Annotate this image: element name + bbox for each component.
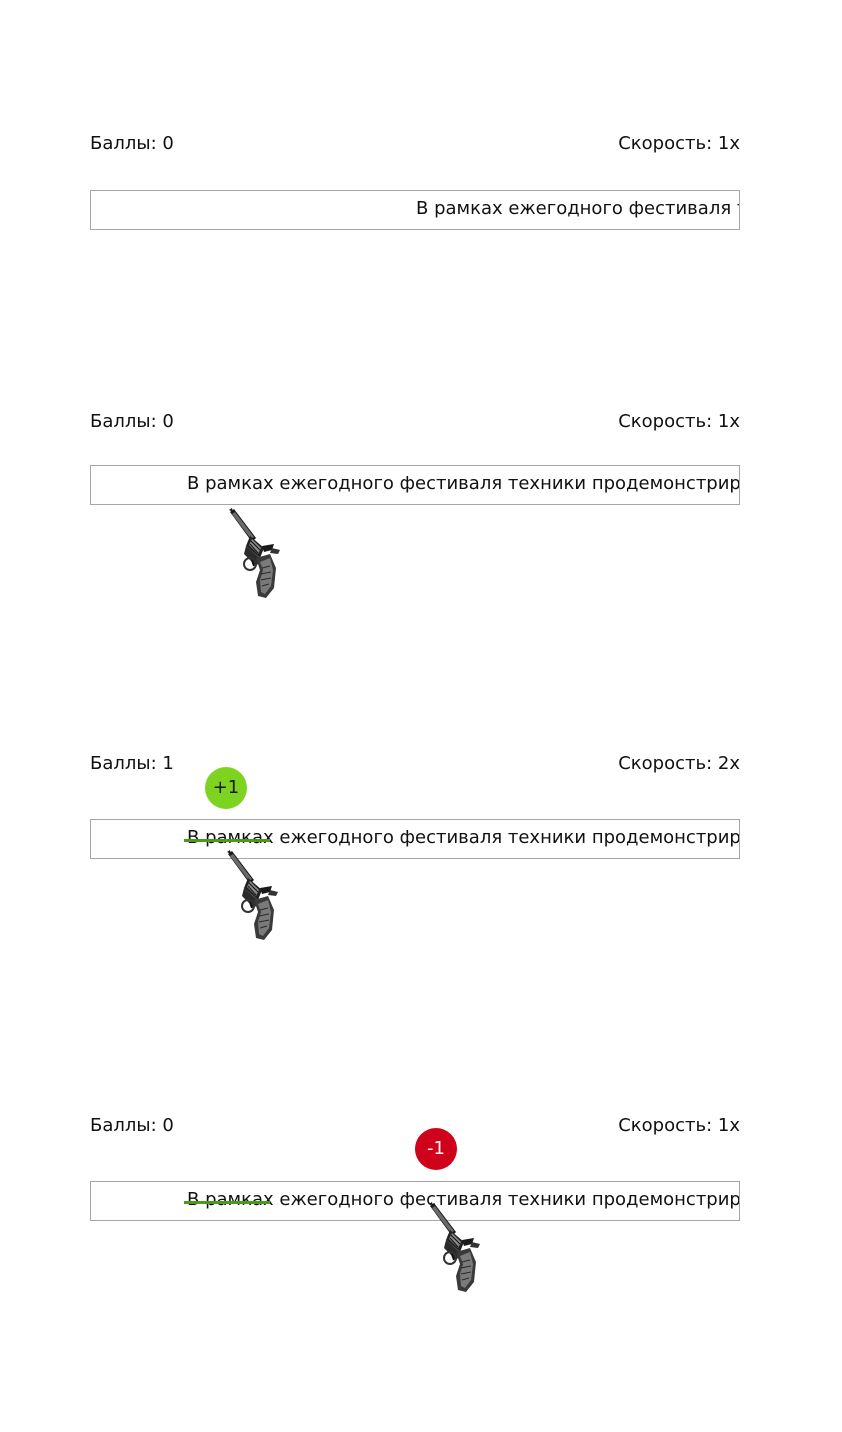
speed-label: Скорость: 1x: [618, 411, 740, 432]
score-label: Баллы: 0: [90, 133, 174, 154]
ticker-text: В рамках ежегодного фестиваля техники пр…: [187, 827, 740, 848]
ticker-box[interactable]: В рамках ежегодного фестиваля техники пр…: [90, 465, 740, 505]
game-frame-1: Баллы: 0 Скорость: 1x В рамках ежегодног…: [0, 0, 842, 300]
ticker-text: В рамках ежегодного фестиваля техники пр…: [187, 1189, 740, 1210]
score-label: Баллы: 1: [90, 753, 174, 774]
score-minus-bubble: -1: [415, 1128, 457, 1170]
speed-label: Скорость: 2x: [618, 753, 740, 774]
revolver-icon[interactable]: [426, 1202, 486, 1294]
ticker-box[interactable]: В рамках ежегодного фестиваля техники пр…: [90, 819, 740, 859]
game-frame-2: Баллы: 0 Скорость: 1x В рамках ежегодног…: [0, 0, 842, 650]
speed-label: Скорость: 1x: [618, 133, 740, 154]
hit-word-strike: [184, 839, 270, 842]
ticker-box[interactable]: В рамках ежегодного фестиваля техники пр…: [90, 190, 740, 230]
score-plus-bubble: +1: [205, 767, 247, 809]
game-frame-3: Баллы: 1 Скорость: 2x +1 В рамках ежегод…: [90, 753, 740, 941]
ticker-box[interactable]: В рамках ежегодного фестиваля техники пр…: [90, 1181, 740, 1221]
score-label: Баллы: 0: [90, 411, 174, 432]
ticker-text: В рамках ежегодного фестиваля техники пр…: [187, 473, 740, 494]
score-label: Баллы: 0: [90, 1115, 174, 1136]
hit-word-strike: [184, 1201, 270, 1204]
ticker-text: В рамках ежегодного фестиваля техники пр…: [416, 198, 739, 219]
speed-label: Скорость: 1x: [618, 1115, 740, 1136]
